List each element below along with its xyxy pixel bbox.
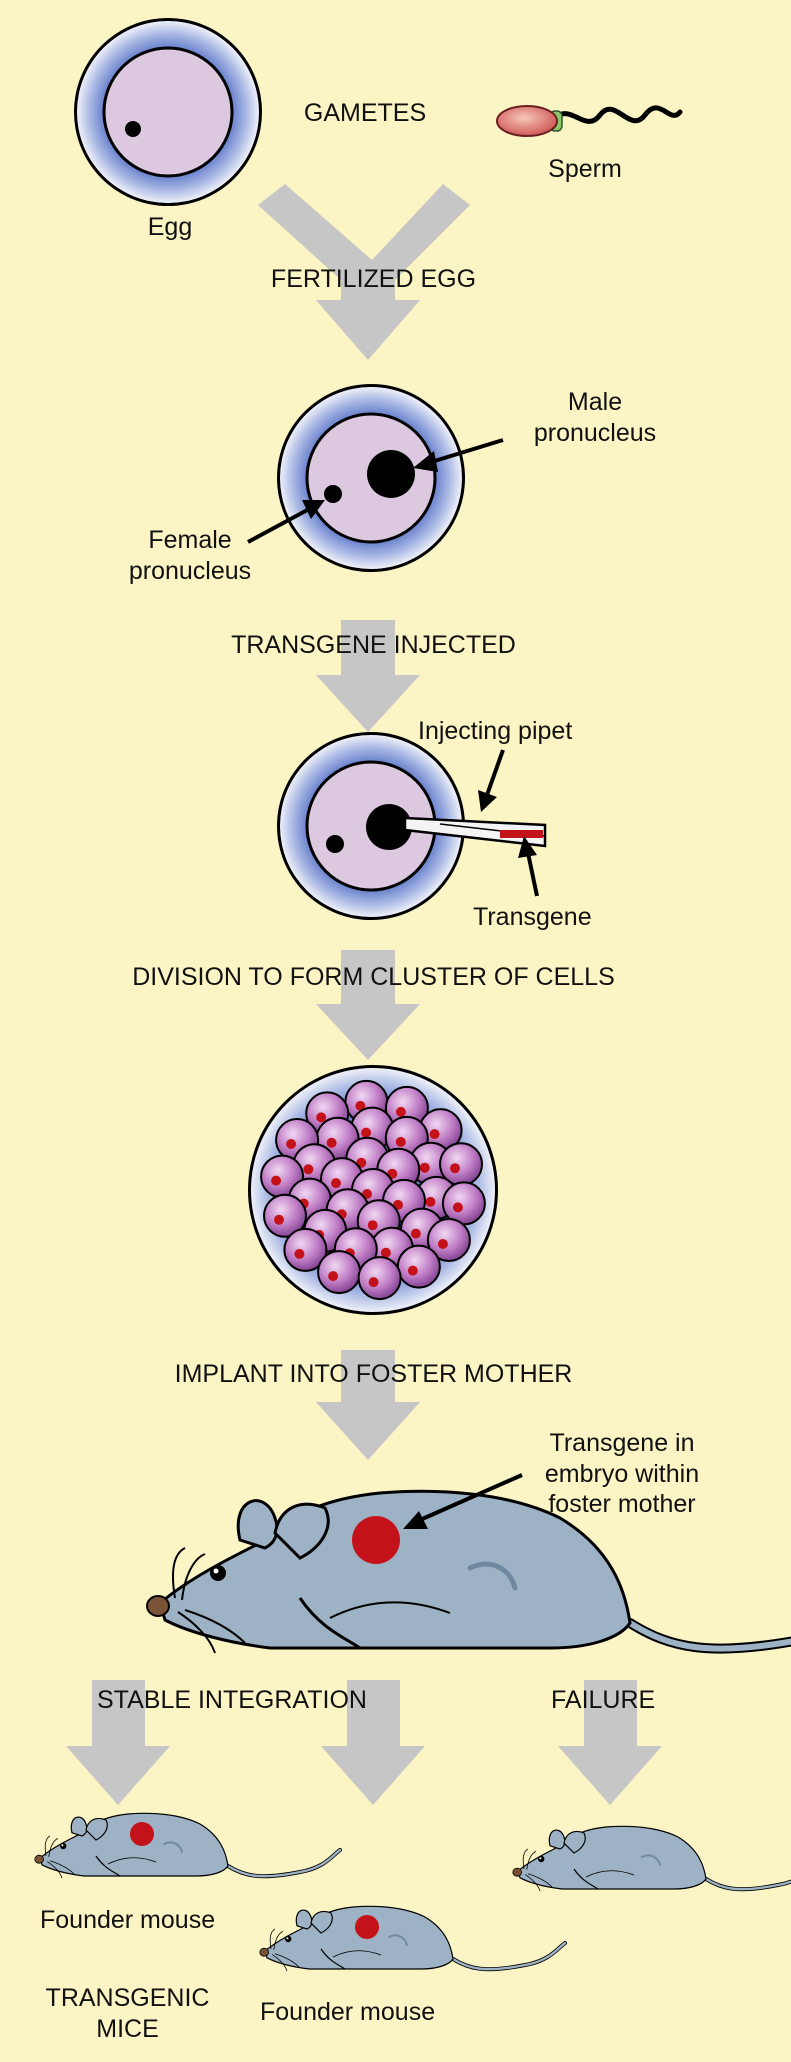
arrow-1 <box>316 620 420 732</box>
cell <box>317 1250 362 1295</box>
cell-nucleus <box>429 1129 440 1140</box>
cell <box>426 1218 471 1262</box>
transgene-pointer <box>518 836 539 897</box>
cell-nucleus <box>395 1106 406 1117</box>
cell-cluster <box>248 1065 498 1315</box>
injecting-pipet <box>403 816 547 848</box>
cell-nucleus <box>407 1265 418 1276</box>
arrow-founder-2 <box>321 1680 425 1805</box>
founder-mouse-2-label: Founder mouse <box>260 1998 436 2026</box>
failure-mouse <box>513 1826 791 1891</box>
cell-nucleus <box>419 1162 430 1173</box>
female-pronucleus-pointer <box>247 500 325 544</box>
transgene-embryo-label: Transgene in embryo within foster mother <box>544 1429 700 1518</box>
cell-nucleus <box>361 1127 372 1138</box>
merge-arrow <box>258 184 470 360</box>
step-failure: FAILURE <box>551 1686 656 1714</box>
cell-nucleus <box>367 1220 378 1231</box>
female-pronucleus-label: Female pronucleus <box>128 526 252 585</box>
injecting-pipet-label: Injecting pipet <box>418 717 573 745</box>
cell-nucleus <box>368 1277 379 1288</box>
founder-mouse-1-label: Founder mouse <box>40 1906 216 1934</box>
founder-mouse-1 <box>35 1813 340 1878</box>
embryo-pointer <box>403 1473 523 1529</box>
cell-nucleus <box>326 1137 337 1148</box>
arrow-3 <box>316 1350 420 1460</box>
cell-nucleus <box>274 1214 284 1225</box>
step-fertilized-egg: FERTILIZED EGG <box>270 265 477 293</box>
cell-nucleus <box>395 1136 406 1147</box>
cell-nucleus <box>303 1164 314 1175</box>
sperm-label: Sperm <box>548 155 622 183</box>
step-division: DIVISION TO FORM CLUSTER OF CELLS <box>132 963 615 991</box>
cell <box>396 1244 441 1289</box>
cell-nucleus <box>328 1271 339 1282</box>
cell-nucleus <box>380 1247 391 1258</box>
sperm-gamete <box>496 105 683 137</box>
cell-nucleus <box>286 1139 297 1149</box>
male-pronucleus-label: Male pronucleus <box>533 388 657 447</box>
male-pronucleus-pointer <box>413 438 504 472</box>
cell-nucleus <box>271 1175 282 1186</box>
cell <box>357 1256 402 1301</box>
step-transgene-injected: TRANSGENE INJECTED <box>231 631 516 659</box>
cell-nucleus <box>410 1228 421 1239</box>
egg-gamete <box>74 18 262 206</box>
cell-nucleus <box>450 1163 460 1174</box>
step-stable-integration: STABLE INTEGRATION <box>97 1686 367 1714</box>
cell-nucleus <box>316 1112 327 1123</box>
injected-egg <box>277 732 465 920</box>
cell-nucleus <box>437 1239 448 1249</box>
transgenic-mice-label: TRANSGENIC MICE <box>45 1984 210 2043</box>
arrow-2 <box>316 950 420 1060</box>
transgene-label: Transgene <box>473 903 592 931</box>
cell <box>283 1227 328 1272</box>
arrow-failure <box>558 1680 662 1805</box>
cell-nucleus <box>425 1196 436 1207</box>
foster-mother-mouse <box>147 1491 791 1653</box>
step-implant: IMPLANT INTO FOSTER MOTHER <box>174 1360 573 1388</box>
founder-mouse-2 <box>260 1906 565 1971</box>
cell-nucleus <box>331 1178 341 1189</box>
cell-nucleus <box>355 1100 366 1111</box>
gametes-heading: GAMETES <box>303 99 427 127</box>
cell <box>263 1193 307 1238</box>
cell-nucleus <box>294 1248 305 1259</box>
pipet-pointer <box>478 749 505 812</box>
cell-nucleus <box>452 1202 463 1213</box>
arrow-founder-1 <box>66 1680 170 1805</box>
fertilized-egg <box>277 384 465 572</box>
egg-label: Egg <box>147 213 193 241</box>
